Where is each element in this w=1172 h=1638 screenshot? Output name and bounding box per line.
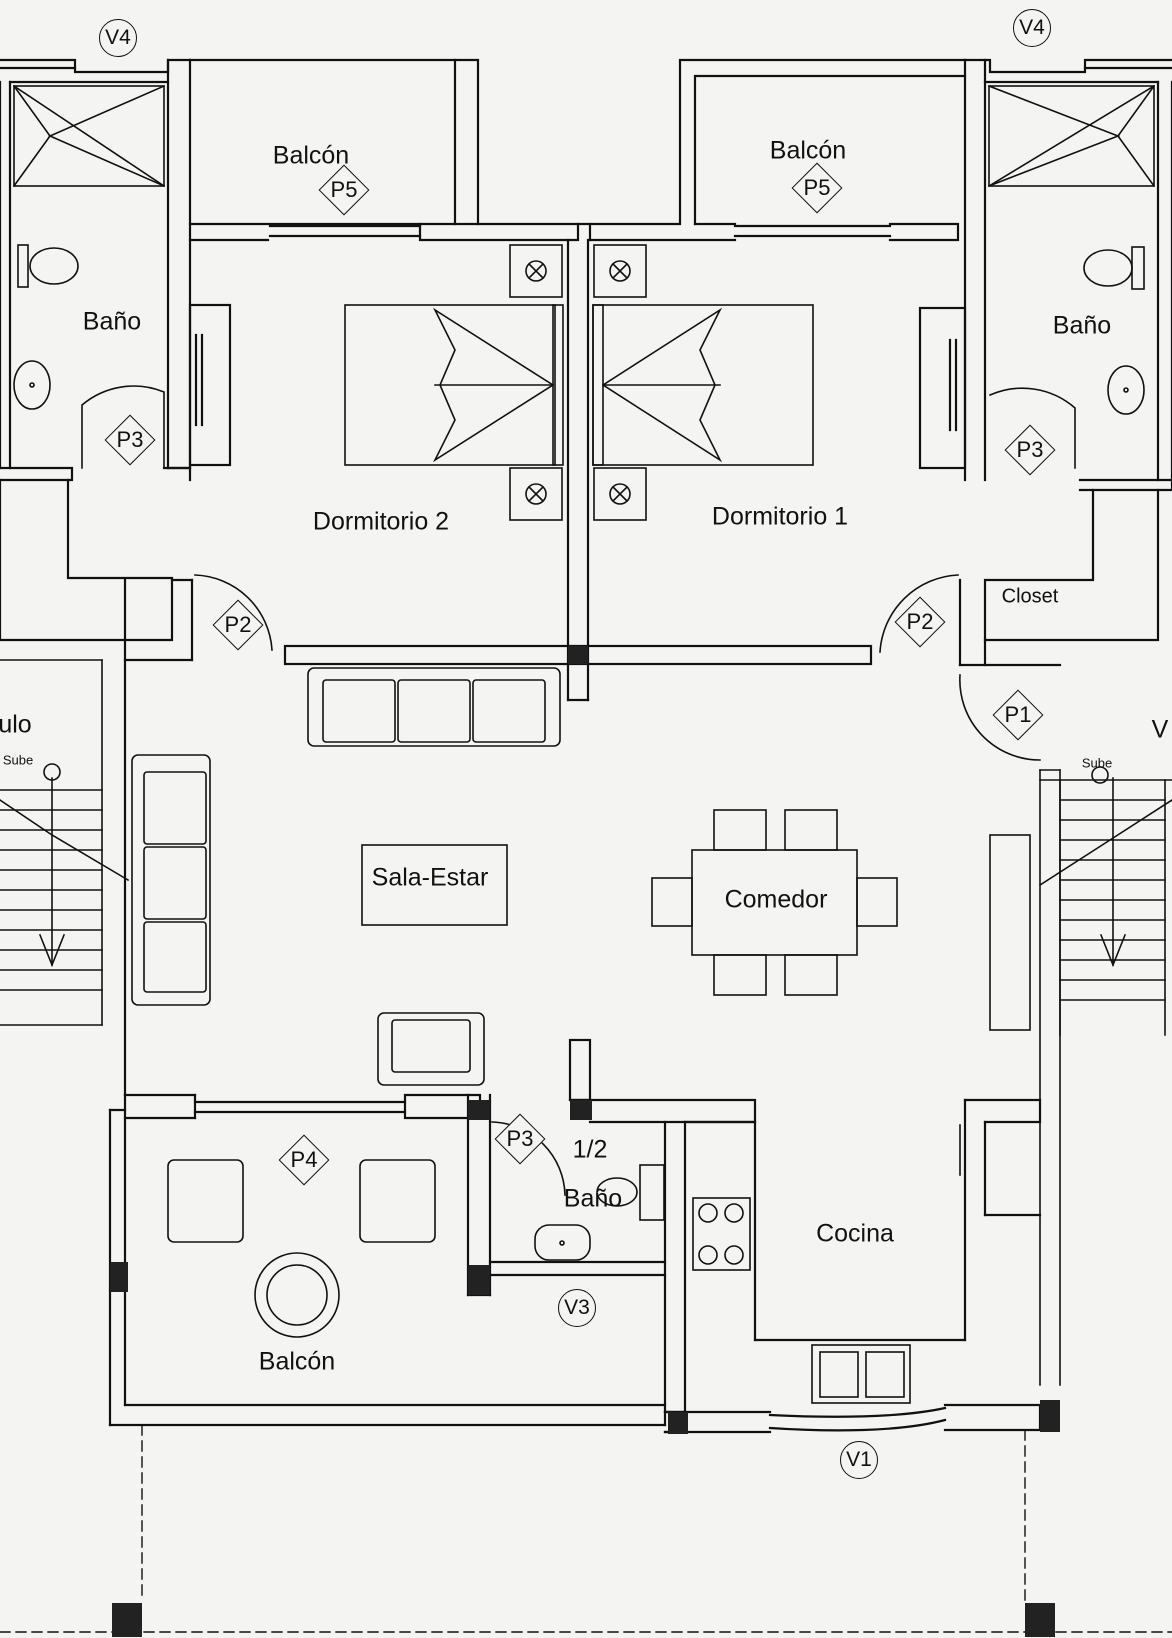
coffee-table (361, 844, 508, 926)
structural-columns (110, 646, 1060, 1637)
stair-right (989, 766, 1172, 1386)
stair-label-sube-right: Sube (1081, 755, 1113, 771)
room-label-stair-right: V (1151, 715, 1169, 744)
room-label-balcon-right: Balcón (769, 136, 847, 165)
exterior-dashed (0, 1424, 1172, 1633)
room-label-balcon-left: Balcón (272, 141, 350, 170)
kitchen-fixtures (692, 1124, 961, 1404)
window-tag-v4-left: V4 (99, 19, 137, 57)
room-label-bano-left: Baño (82, 307, 142, 336)
window-tag-v4-right: V4 (1013, 9, 1051, 47)
sink-left (13, 360, 51, 410)
room-label-comedor: Comedor (724, 885, 828, 914)
room-label-dormitorio-2: Dormitorio 2 (312, 507, 450, 536)
room-label-dormitorio-1: Dormitorio 1 (711, 502, 849, 531)
sofa-left (131, 754, 211, 1006)
wall-right-balcony (576, 58, 967, 242)
shower-right (987, 84, 1156, 188)
closet-right (918, 306, 1160, 642)
window-tag-v3: V3 (558, 1289, 596, 1327)
room-label-half-bath: Baño (563, 1184, 623, 1213)
balcony-furniture (167, 1159, 436, 1338)
room-label-cocina: Cocina (816, 1219, 894, 1248)
shower-left (12, 84, 166, 188)
room-label-half-bath-fraction: 1/2 (572, 1135, 608, 1164)
room-label-stair-left: ulo (0, 710, 32, 739)
wall-kitchen (663, 1098, 1042, 1434)
room-label-sala-estar: Sala-Estar (371, 863, 489, 892)
toilet-left (17, 244, 79, 288)
armchair (377, 1012, 485, 1086)
stair-left (0, 659, 130, 1026)
wall-bottom-balcony (108, 1093, 667, 1427)
room-label-closet: Closet (1001, 585, 1059, 608)
closet-left (0, 303, 232, 642)
bed-right (592, 304, 814, 466)
stair-label-sube-left: Sube (2, 752, 34, 768)
wall-bedroom-living (123, 578, 1062, 1097)
dining-set (651, 809, 898, 996)
toilet-right (1083, 246, 1145, 290)
window-tag-v1: V1 (840, 1441, 878, 1479)
wall-half-bath (466, 1038, 757, 1427)
half-bath-fixtures (534, 1164, 665, 1261)
wall-right-bath (963, 58, 1172, 492)
wall-bedroom-partition (566, 238, 590, 702)
room-label-bano-right: Baño (1052, 311, 1112, 340)
door-swings (81, 385, 1076, 1196)
wall-left-balcony (188, 58, 580, 242)
nightstands (509, 244, 647, 521)
bed-left (344, 304, 564, 466)
sink-right (1107, 365, 1145, 415)
room-label-balcon-bottom: Balcón (258, 1347, 336, 1376)
sofa-top (307, 667, 561, 747)
